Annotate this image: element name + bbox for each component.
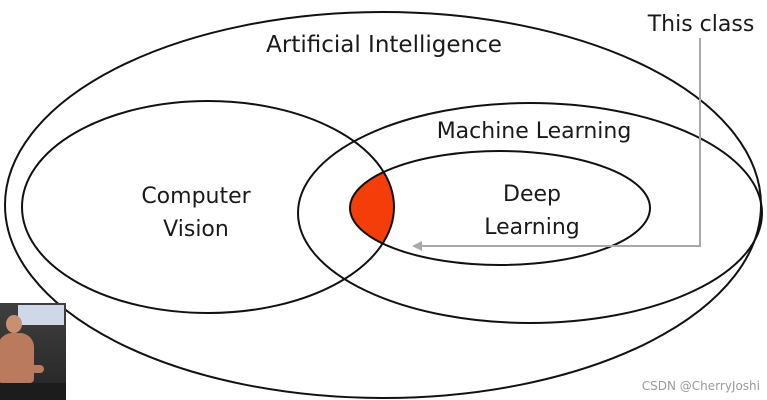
presenter-video-thumbnail [0, 303, 66, 400]
ml-ellipse [297, 102, 763, 324]
cv-ellipse [21, 100, 395, 314]
dl-label-line2: Learning [484, 215, 580, 240]
thumb-desk [0, 383, 66, 400]
callout-arrow [412, 38, 701, 251]
callout-label: This class [647, 12, 755, 37]
thumb-presenter-body [0, 333, 34, 383]
cv-label-line2: Vision [163, 217, 229, 242]
thumb-presenter-head [6, 315, 22, 333]
thumb-presenter-arm [28, 365, 44, 373]
dl-label-line1: Deep [503, 182, 561, 207]
cv-label-line1: Computer [141, 184, 251, 209]
thumb-screen [18, 305, 64, 325]
ml-label: Machine Learning [437, 119, 632, 144]
watermark-text: CSDN @CherryJoshi [642, 379, 760, 393]
ai-label: Artificial Intelligence [266, 32, 502, 58]
dl-ellipse [349, 150, 651, 266]
